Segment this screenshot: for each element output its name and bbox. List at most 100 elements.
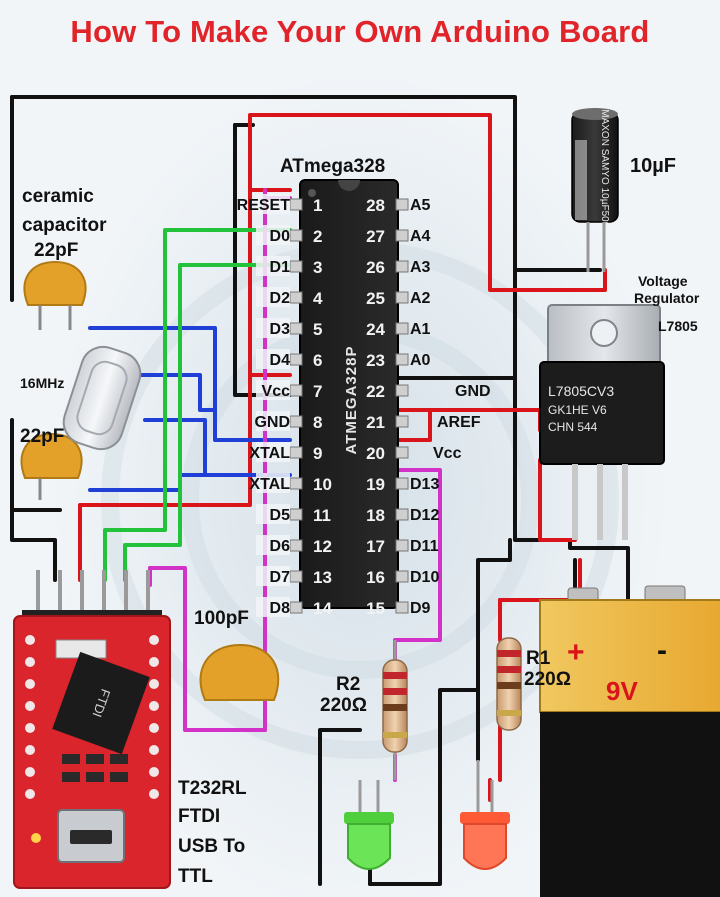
battery-minus-label: - bbox=[657, 634, 667, 667]
chip-pin-label: D0 bbox=[270, 228, 291, 245]
chip-pin-leg bbox=[395, 570, 409, 583]
chip-pin-number: 22 bbox=[366, 382, 385, 401]
ceramic-label-1: ceramic bbox=[22, 186, 94, 207]
chip-pin-label: D12 bbox=[410, 507, 439, 524]
chip-pin-leg bbox=[395, 601, 409, 614]
chip-pin-leg bbox=[395, 415, 409, 428]
ftdi-usb-ttl-board: FTDI bbox=[13, 570, 171, 889]
chip-pin-label: GND bbox=[455, 383, 491, 400]
chip-pin-number: 11 bbox=[313, 506, 331, 525]
ceramic-capacitor-top bbox=[23, 260, 87, 330]
ftdi-label-3: USB To bbox=[178, 836, 245, 857]
chip-pin-number: 12 bbox=[313, 537, 332, 556]
ftdi-label-1: T232RL bbox=[178, 778, 247, 799]
chip-pin-label: D7 bbox=[270, 569, 291, 586]
atmega328-chip: ATMEGA328P bbox=[299, 179, 399, 609]
chip-pin-label: D1 bbox=[270, 259, 291, 276]
chip-pin-label-bg bbox=[256, 566, 290, 586]
chip-pin-number: 18 bbox=[366, 506, 385, 525]
chip-pin-label: D5 bbox=[270, 507, 291, 524]
chip-pin-number: 14 bbox=[313, 599, 332, 618]
chip-pin-number: 10 bbox=[313, 475, 332, 494]
chip-pin-label: GND bbox=[254, 414, 290, 431]
led-red bbox=[460, 760, 510, 870]
chip-pin-number: 6 bbox=[313, 351, 322, 370]
vreg-label-3: L7805 bbox=[658, 318, 698, 334]
resistor-r2 bbox=[382, 640, 408, 780]
chip-left-pins: 1RESET2D03D14D25D36D47Vcc8GND9XTAL10XTAL… bbox=[237, 194, 332, 618]
chip-pin-number: 24 bbox=[366, 320, 385, 339]
r2-value-label: 220Ω bbox=[320, 695, 367, 716]
chip-pin-number: 8 bbox=[313, 413, 322, 432]
crystal-16mhz bbox=[62, 345, 142, 451]
page-title: How To Make Your Own Arduino Board bbox=[70, 14, 650, 49]
wire-green-group bbox=[103, 228, 292, 582]
chip-pin-number: 5 bbox=[313, 320, 322, 339]
chip-pin-label: XTAL bbox=[249, 445, 290, 462]
chip-pin-label: A5 bbox=[410, 197, 431, 214]
chip-pin-label: A4 bbox=[410, 228, 431, 245]
vreg-marking-2: GK1HE V6 bbox=[548, 403, 607, 417]
chip-pin-label-bg bbox=[256, 442, 290, 462]
chip-pin-label-bg bbox=[256, 535, 290, 555]
chip-pin-leg bbox=[289, 539, 303, 552]
chip-pin-leg bbox=[395, 446, 409, 459]
chip-pin-label-bg bbox=[256, 256, 290, 276]
chip-pin-leg bbox=[395, 260, 409, 273]
chip-pin-number: 2 bbox=[313, 227, 322, 246]
chip-pin-label: D8 bbox=[270, 600, 291, 617]
crystal-label: 16MHz bbox=[20, 375, 64, 391]
chip-marking: ATMEGA328P bbox=[343, 346, 360, 455]
r2-name-label: R2 bbox=[336, 674, 360, 695]
chip-pin-leg bbox=[289, 353, 303, 366]
voltage-regulator: L7805CV3 GK1HE V6 CHN 544 bbox=[539, 304, 665, 540]
chip-pin-label-bg bbox=[256, 380, 290, 400]
chip-pin-leg bbox=[289, 508, 303, 521]
battery-voltage-label: 9V bbox=[606, 676, 638, 706]
chip-pin-number: 4 bbox=[313, 289, 323, 308]
chip-pin-leg bbox=[289, 229, 303, 242]
chip-pin-number: 15 bbox=[366, 599, 385, 618]
ceramic-capacitor-100pf bbox=[199, 643, 280, 701]
r1-value-label: 220Ω bbox=[524, 669, 571, 690]
chip-pin-label: XTAL bbox=[249, 476, 290, 493]
chip-pin-label-bg bbox=[256, 349, 290, 369]
chip-pin-number: 20 bbox=[366, 444, 385, 463]
chip-pin-number: 13 bbox=[313, 568, 332, 587]
chip-pin-label: AREF bbox=[437, 414, 481, 431]
chip-pin-number: 28 bbox=[366, 196, 385, 215]
ftdi-label-2: FTDI bbox=[178, 806, 220, 827]
chip-pin-number: 25 bbox=[366, 289, 385, 308]
chip-pin-label: D10 bbox=[410, 569, 439, 586]
chip-pin-label-bg bbox=[256, 318, 290, 338]
chip-pin-label: A2 bbox=[410, 290, 431, 307]
cap-22pf-bottom-label: 22pF bbox=[20, 426, 64, 447]
ceramic-capacitor-bottom bbox=[20, 432, 83, 500]
chip-pin-leg bbox=[395, 539, 409, 552]
chip-pin-label: Vcc bbox=[262, 383, 291, 400]
component-labels: ceramic capacitor 22pF 16MHz 22pF 100pF … bbox=[20, 155, 700, 887]
chip-pin-label-bg bbox=[256, 473, 290, 493]
led-green bbox=[344, 780, 394, 870]
chip-pin-label: D2 bbox=[270, 290, 291, 307]
capacitor-marking: MAXON SAMYO 10µF50v bbox=[599, 109, 610, 226]
chip-pin-number: 9 bbox=[313, 444, 322, 463]
chip-pin-leg bbox=[395, 291, 409, 304]
chip-pin-number: 3 bbox=[313, 258, 322, 277]
chip-pin-label: D9 bbox=[410, 600, 431, 617]
chip-pin-leg bbox=[289, 198, 303, 211]
chip-pin-leg bbox=[289, 322, 303, 335]
chip-name-label: ATmega328 bbox=[280, 156, 385, 177]
chip-pin-number: 21 bbox=[366, 413, 385, 432]
chip-pin-number: 1 bbox=[313, 196, 322, 215]
battery-plus-label: + bbox=[567, 636, 585, 669]
wire-black-group bbox=[10, 95, 630, 886]
chip-pin-label-bg bbox=[256, 411, 290, 431]
chip-pin-label-bg bbox=[256, 194, 290, 214]
cap-100pf-label: 100pF bbox=[194, 608, 249, 629]
chip-pin-number: 17 bbox=[366, 537, 385, 556]
chip-pin-number: 27 bbox=[366, 227, 385, 246]
ftdi-label-4: TTL bbox=[178, 866, 213, 887]
chip-pin-leg bbox=[395, 384, 409, 397]
